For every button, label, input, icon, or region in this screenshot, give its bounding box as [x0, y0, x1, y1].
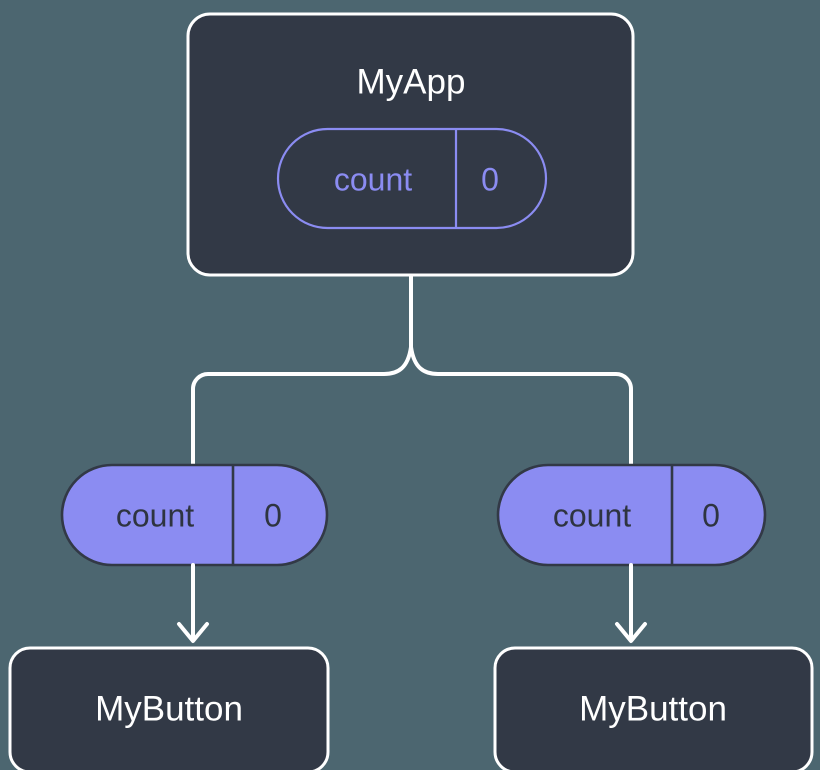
prop-pill-right-key: count: [553, 497, 631, 533]
node-mybutton-left[interactable]: MyButton: [8, 646, 330, 770]
node-mybutton-left-background: [10, 648, 328, 770]
node-mybutton-right-border: [493, 646, 814, 770]
prop-pill-left-shape: [60, 463, 329, 567]
edge-branch-right: [409, 345, 633, 467]
arrow-down-icon: [177, 622, 209, 643]
node-myapp-border: [186, 12, 635, 277]
node-myapp-background: [188, 14, 633, 275]
node-myapp-label: MyApp: [357, 62, 466, 101]
node-mybutton-right[interactable]: MyButton: [493, 646, 814, 770]
node-mybutton-left-label: MyButton: [95, 689, 243, 728]
prop-pill-right-value: 0: [702, 497, 720, 533]
edge-root-to-children: [191, 273, 633, 467]
prop-pill-left-value: 0: [264, 497, 282, 533]
arrow-down-icon: [615, 622, 647, 643]
prop-pill-left[interactable]: count 0: [60, 463, 329, 567]
prop-pill-right[interactable]: count 0: [496, 463, 767, 567]
node-mybutton-left-border: [8, 646, 330, 770]
node-myapp[interactable]: MyApp count 0: [186, 12, 635, 277]
state-pill-myapp-value: 0: [481, 161, 499, 197]
edge-right-pill-to-button: [615, 563, 647, 643]
node-mybutton-right-label: MyButton: [579, 689, 727, 728]
state-pill-myapp[interactable]: count 0: [276, 127, 548, 230]
prop-pill-right-shape: [496, 463, 767, 567]
node-mybutton-right-background: [495, 648, 812, 770]
prop-pill-left-key: count: [116, 497, 194, 533]
state-pill-myapp-shape: [276, 127, 548, 230]
edge-branch-left: [191, 345, 413, 467]
edge-left-pill-to-button: [177, 563, 209, 643]
state-pill-myapp-key: count: [334, 161, 412, 197]
